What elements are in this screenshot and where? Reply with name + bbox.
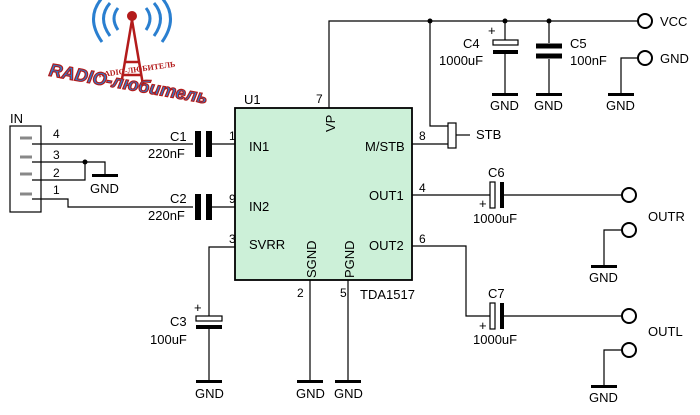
c1-value: 220nF <box>148 146 185 161</box>
ic-ref: U1 <box>244 92 261 107</box>
vcc-terminal <box>637 13 653 29</box>
c5-value: 100nF <box>570 53 607 68</box>
c4-ref: C4 <box>463 36 480 51</box>
pin-label-mstb: M/STB <box>365 139 405 154</box>
pin-label-pgnd: PGND <box>342 240 357 278</box>
gnd-label-terminal: GND <box>606 98 635 113</box>
connector-pin-2: 2 <box>53 166 60 180</box>
input-connector <box>9 125 42 213</box>
stb-label: STB <box>476 127 501 142</box>
gnd-label-pgnd: GND <box>334 386 363 401</box>
pin-label-out1: OUT1 <box>369 188 404 203</box>
radio-logo: RADIO-ЛЮБИТЕЛЬ RADIO-любитель <box>47 0 210 108</box>
outl-label: OUTL <box>648 324 683 339</box>
ic-part: TDA1517 <box>360 287 415 302</box>
outl-gnd-terminal <box>621 342 637 358</box>
c7-value: 1000uF <box>473 332 517 347</box>
connector-pins <box>20 136 32 196</box>
gnd-label-sgnd: GND <box>296 386 325 401</box>
pin-label-in1: IN1 <box>249 139 269 154</box>
pin-num-in2: 9 <box>229 192 236 206</box>
gnd-label-outr: GND <box>589 270 618 285</box>
pin-label-vp: VP <box>323 115 338 132</box>
c4-plus: + <box>488 23 496 38</box>
pin-num-out1: 4 <box>419 181 426 195</box>
connector-pin-4: 4 <box>53 127 60 141</box>
c6-ref: C6 <box>488 165 505 180</box>
c1-ref: C1 <box>170 129 187 144</box>
c7-ref: C7 <box>488 286 505 301</box>
pin-label-out2: OUT2 <box>369 238 404 253</box>
connector-name: IN <box>10 111 23 126</box>
gnd-label-c5: GND <box>534 98 563 113</box>
c2-ref: C2 <box>170 191 187 206</box>
connector-pin-1: 1 <box>53 183 60 197</box>
c3-ref: C3 <box>170 314 187 329</box>
gnd-label-connector: GND <box>90 181 119 196</box>
pin-label-svrr: SVRR <box>249 237 285 252</box>
gnd-label-outl: GND <box>589 390 618 405</box>
gnd-terminal-label: GND <box>660 51 689 66</box>
connector-pin-3: 3 <box>53 148 60 162</box>
pin-num-mstb: 8 <box>419 129 426 143</box>
pin-num-pgnd: 5 <box>340 286 347 300</box>
pin-label-in2: IN2 <box>249 199 269 214</box>
c6-value: 1000uF <box>473 211 517 226</box>
c4-value: 1000uF <box>439 53 483 68</box>
c3-value: 100uF <box>150 332 187 347</box>
pin-num-out2: 6 <box>419 232 426 246</box>
gnd-label-c3: GND <box>195 386 224 401</box>
gnd-terminal <box>637 50 653 66</box>
vcc-label: VCC <box>660 14 687 29</box>
outr-gnd-terminal <box>621 222 637 238</box>
pin-num-in1: 1 <box>229 129 236 143</box>
gnd-label-c4: GND <box>490 98 519 113</box>
pin-num-sgnd: 2 <box>297 286 304 300</box>
outr-label: OUTR <box>648 209 685 224</box>
c6-plus: + <box>479 196 487 211</box>
outl-terminal <box>621 308 637 324</box>
c3-plus: + <box>194 300 202 315</box>
outr-terminal <box>621 187 637 203</box>
pin-label-sgnd: SGND <box>304 240 319 278</box>
pin-num-vp: 7 <box>316 92 323 106</box>
c5-ref: C5 <box>570 36 587 51</box>
antenna-tower-icon <box>92 0 172 86</box>
pin-num-svrr: 3 <box>229 232 236 246</box>
ic-body <box>234 107 413 281</box>
stb-jumper <box>447 122 457 149</box>
c2-value: 220nF <box>148 208 185 223</box>
c7-plus: + <box>479 318 487 333</box>
